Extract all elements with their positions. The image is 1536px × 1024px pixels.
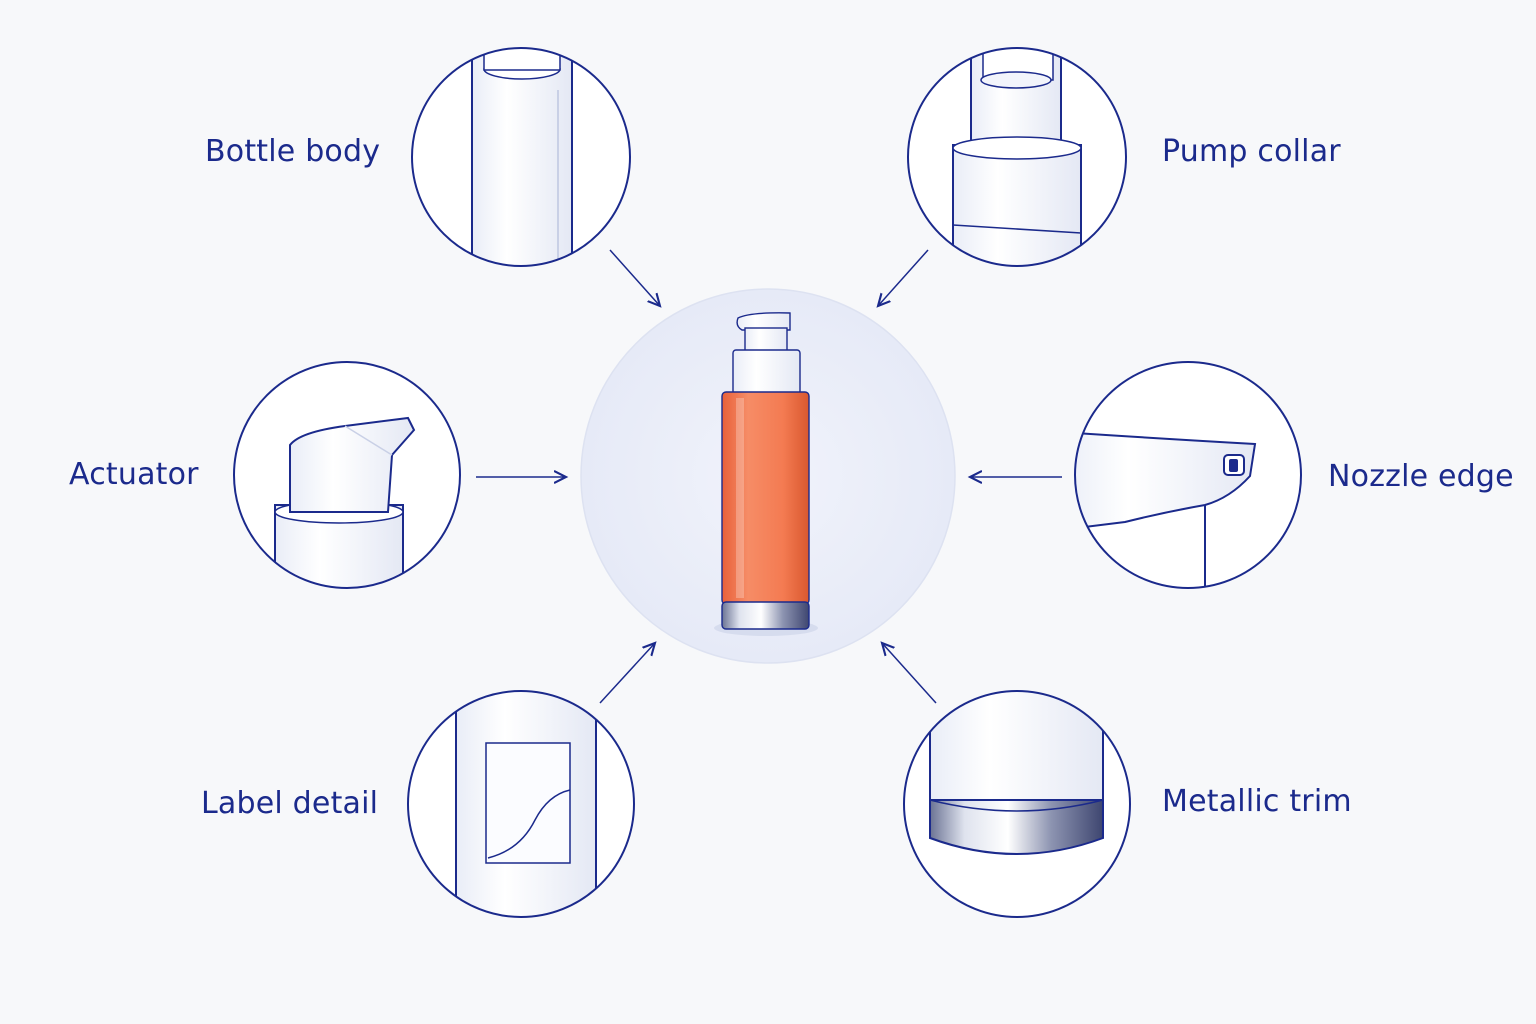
label-detail [407,690,635,918]
label-metallic-trim: Metallic trim [1162,784,1352,819]
arrow-label-detail [599,643,655,704]
arrow-pump-collar [878,249,929,306]
arrow-metallic-trim [882,643,937,704]
bottle-body-detail [411,47,631,267]
connector-arrows [476,249,1062,704]
label-label-detail: Label detail [201,786,379,821]
nozzle-edge-detail [1074,361,1302,589]
label-nozzle-edge: Nozzle edge [1328,459,1514,494]
label-pump-collar: Pump collar [1162,134,1341,169]
actuator-detail [233,361,461,589]
arrow-bottle-body [609,249,660,306]
label-bottle-body: Bottle body [205,134,381,169]
center-product [580,288,956,664]
metallic-trim-detail [903,690,1131,918]
pump-collar-detail [907,47,1127,267]
label-actuator: Actuator [69,457,199,492]
